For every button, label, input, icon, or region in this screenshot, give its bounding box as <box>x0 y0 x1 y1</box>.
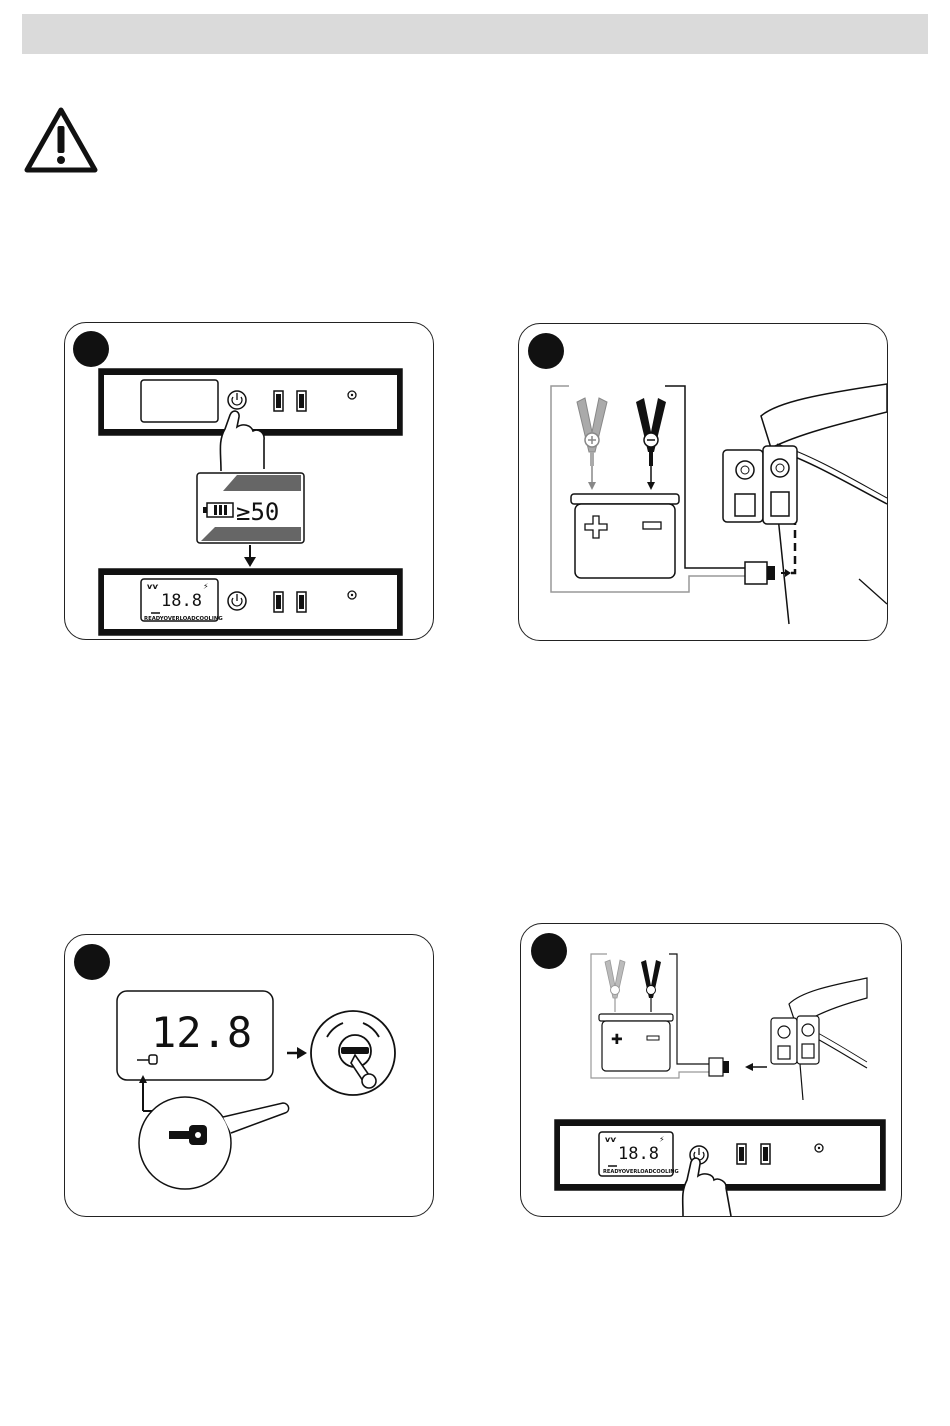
magnifier-key-icon <box>139 1097 289 1189</box>
header-bar <box>22 14 928 54</box>
svg-text:⚡: ⚡ <box>659 1135 665 1144</box>
lcd-status-labels: READYOVERLOADCOOLING <box>144 616 223 622</box>
car-port-illustration <box>723 384 887 624</box>
threshold-screen: ≥50 <box>197 473 304 543</box>
plus-icon: ✚ <box>611 1031 623 1047</box>
step-panel-3: 12.8 <box>64 934 434 1217</box>
step-badge-2 <box>528 333 564 369</box>
car-port-illustration <box>771 978 867 1100</box>
threshold-value: ≥50 <box>236 498 279 526</box>
ignition-key-icon <box>311 1011 395 1095</box>
connector-plug <box>709 1058 723 1076</box>
lcd-voltage: 18.8 <box>161 591 202 611</box>
minus-icon <box>647 1036 659 1040</box>
clamp-positive-icon <box>577 398 607 466</box>
svg-text:⚡: ⚡ <box>203 582 209 591</box>
step-panel-2 <box>518 323 888 641</box>
minus-icon <box>643 522 661 529</box>
car-battery: ✚ <box>599 1014 673 1071</box>
lcd-voltage: 18.8 <box>618 1144 659 1164</box>
clamp-positive-icon <box>605 960 625 998</box>
lcd-voltage: 12.8 <box>151 1008 252 1057</box>
warning-icon <box>24 106 98 174</box>
jump-starter-device-top <box>99 369 402 435</box>
lcd-status-labels: READYOVERLOADCOOLING <box>603 1169 679 1175</box>
battery-icon <box>203 503 233 517</box>
step-panel-4: ✚ ѵѵ ⚡ <box>520 923 902 1217</box>
step-badge-4 <box>531 933 567 969</box>
step-badge-1 <box>73 331 109 367</box>
car-battery <box>571 494 679 578</box>
step-panel-1: ≥50 ѵѵ ⚡ 18.8 READYOVERLOADCOOLING <box>64 322 434 640</box>
step-badge-3 <box>74 944 110 980</box>
svg-text:ѵѵ: ѵѵ <box>605 1135 617 1144</box>
jump-starter-device-bottom: ѵѵ ⚡ 18.8 READYOVERLOADCOOLING <box>99 569 402 635</box>
svg-text:ѵѵ: ѵѵ <box>147 582 159 591</box>
connector-plug <box>745 562 767 584</box>
lcd-screen-off <box>141 380 218 422</box>
clamp-negative-icon <box>641 960 661 998</box>
clamp-negative-icon <box>636 398 666 466</box>
